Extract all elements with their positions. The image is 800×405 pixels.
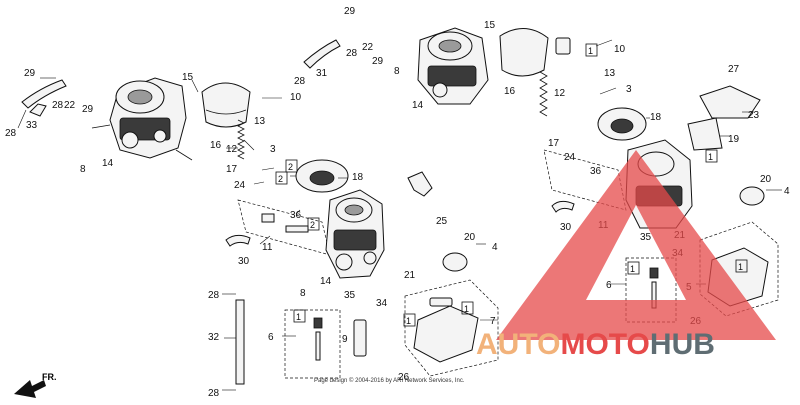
diaphragm-19 <box>687 117 723 151</box>
top-cover-left <box>201 82 251 128</box>
callout-labels: 29 28 22 29 28 33 8 14 15 16 10 13 12 3 … <box>5 6 790 399</box>
callout-16: 16 <box>504 86 516 97</box>
callout-16: 16 <box>210 140 222 151</box>
watermark-moto: MOTO <box>560 328 650 361</box>
callout-34: 34 <box>376 298 388 309</box>
callout-28: 28 <box>346 48 358 59</box>
callout-4: 4 <box>492 242 498 253</box>
callout-11: 11 <box>262 242 273 253</box>
callout-22: 22 <box>362 42 374 53</box>
callout-35: 35 <box>640 232 652 243</box>
callout-19: 19 <box>728 134 740 145</box>
carburetor-lower-left <box>325 189 385 279</box>
box-1: 1 <box>630 264 635 274</box>
callout-36: 36 <box>590 166 602 177</box>
callout-29: 29 <box>344 6 356 17</box>
callout-25: 25 <box>436 216 448 227</box>
callout-20: 20 <box>464 232 476 243</box>
callout-17: 17 <box>548 138 560 149</box>
box-1: 1 <box>708 152 713 162</box>
jet-set-box-left <box>237 199 331 256</box>
fuel-hose-33 <box>21 79 67 109</box>
callout-36: 36 <box>290 210 302 221</box>
callout-6: 6 <box>268 332 274 343</box>
callout-14: 14 <box>320 276 332 287</box>
callout-28: 28 <box>52 100 64 111</box>
callout-28: 28 <box>5 128 17 139</box>
callout-13: 13 <box>604 68 616 79</box>
callout-6: 6 <box>606 280 612 291</box>
callout-20: 20 <box>760 174 772 185</box>
callout-24: 24 <box>564 152 576 163</box>
watermark-hub: HUB <box>649 328 715 361</box>
callout-15: 15 <box>182 72 194 83</box>
overflow-tube-32 <box>235 299 245 385</box>
spring-12-left <box>237 119 245 160</box>
callout-32: 32 <box>208 332 220 343</box>
callout-12: 12 <box>226 144 238 155</box>
callout-33: 33 <box>26 120 38 131</box>
callout-28: 28 <box>294 76 306 87</box>
callout-28: 28 <box>208 290 220 301</box>
callout-17: 17 <box>226 164 238 175</box>
callout-10: 10 <box>290 92 302 103</box>
callout-26: 26 <box>398 372 410 383</box>
callout-31: 31 <box>316 68 328 79</box>
box-1: 1 <box>588 46 593 56</box>
front-direction-label: FR. <box>42 372 57 382</box>
callout-23: 23 <box>748 110 760 121</box>
carburetor-upper-left <box>91 77 193 161</box>
float-bowl-box-right <box>699 221 779 317</box>
callout-29: 29 <box>372 56 384 67</box>
callout-10: 10 <box>614 44 626 55</box>
callout-27: 27 <box>728 64 740 75</box>
watermark-auto: AUTO <box>476 328 561 361</box>
box-1: 1 <box>406 316 411 326</box>
front-arrow-icon <box>14 380 46 398</box>
callout-3: 3 <box>270 144 276 155</box>
callout-12: 12 <box>554 88 566 99</box>
callout-18: 18 <box>352 172 364 183</box>
callout-13: 13 <box>254 116 266 127</box>
callout-15: 15 <box>484 20 496 31</box>
needle-box-left <box>284 309 341 379</box>
callout-8: 8 <box>80 164 86 175</box>
callout-21: 21 <box>404 270 416 281</box>
callout-28: 28 <box>208 388 220 399</box>
leader-lines <box>17 39 782 391</box>
callout-3: 3 <box>626 84 632 95</box>
callout-24: 24 <box>234 180 246 191</box>
automotohub-logo-icon <box>496 150 776 340</box>
box-1: 1 <box>464 304 469 314</box>
callout-22: 22 <box>64 100 76 111</box>
callout-18: 18 <box>650 112 662 123</box>
box-2: 2 <box>278 174 283 184</box>
box-2: 2 <box>310 220 315 230</box>
watermark-text: AUTOMOTOHUB <box>476 328 715 362</box>
callout-29: 29 <box>82 104 94 115</box>
callout-30: 30 <box>238 256 250 267</box>
callout-14: 14 <box>412 100 424 111</box>
callout-35: 35 <box>344 290 356 301</box>
callout-8: 8 <box>394 66 400 77</box>
diaphragm-18-left <box>295 159 349 193</box>
callout-29: 29 <box>24 68 36 79</box>
box-2: 2 <box>288 162 293 172</box>
float-bowl-box-left <box>404 279 499 377</box>
spring-12-middle <box>539 71 548 117</box>
copyright-footer: Page design © 2004-2016 by ARI Network S… <box>314 378 465 384</box>
callout-8: 8 <box>300 288 306 299</box>
callout-7: 7 <box>490 316 496 327</box>
box-1: 1 <box>738 262 743 272</box>
callout-4: 4 <box>784 186 790 197</box>
callout-14: 14 <box>102 158 114 169</box>
air-cut-cover-23 <box>699 85 761 119</box>
callout-9: 9 <box>342 334 348 345</box>
boxed-references: 2 2 2 1 1 1 1 1 1 1 <box>275 43 748 327</box>
box-1: 1 <box>296 312 301 322</box>
diaphragm-18-right <box>597 107 647 141</box>
carburetor-upper-middle <box>417 27 489 105</box>
callout-30: 30 <box>560 222 572 233</box>
